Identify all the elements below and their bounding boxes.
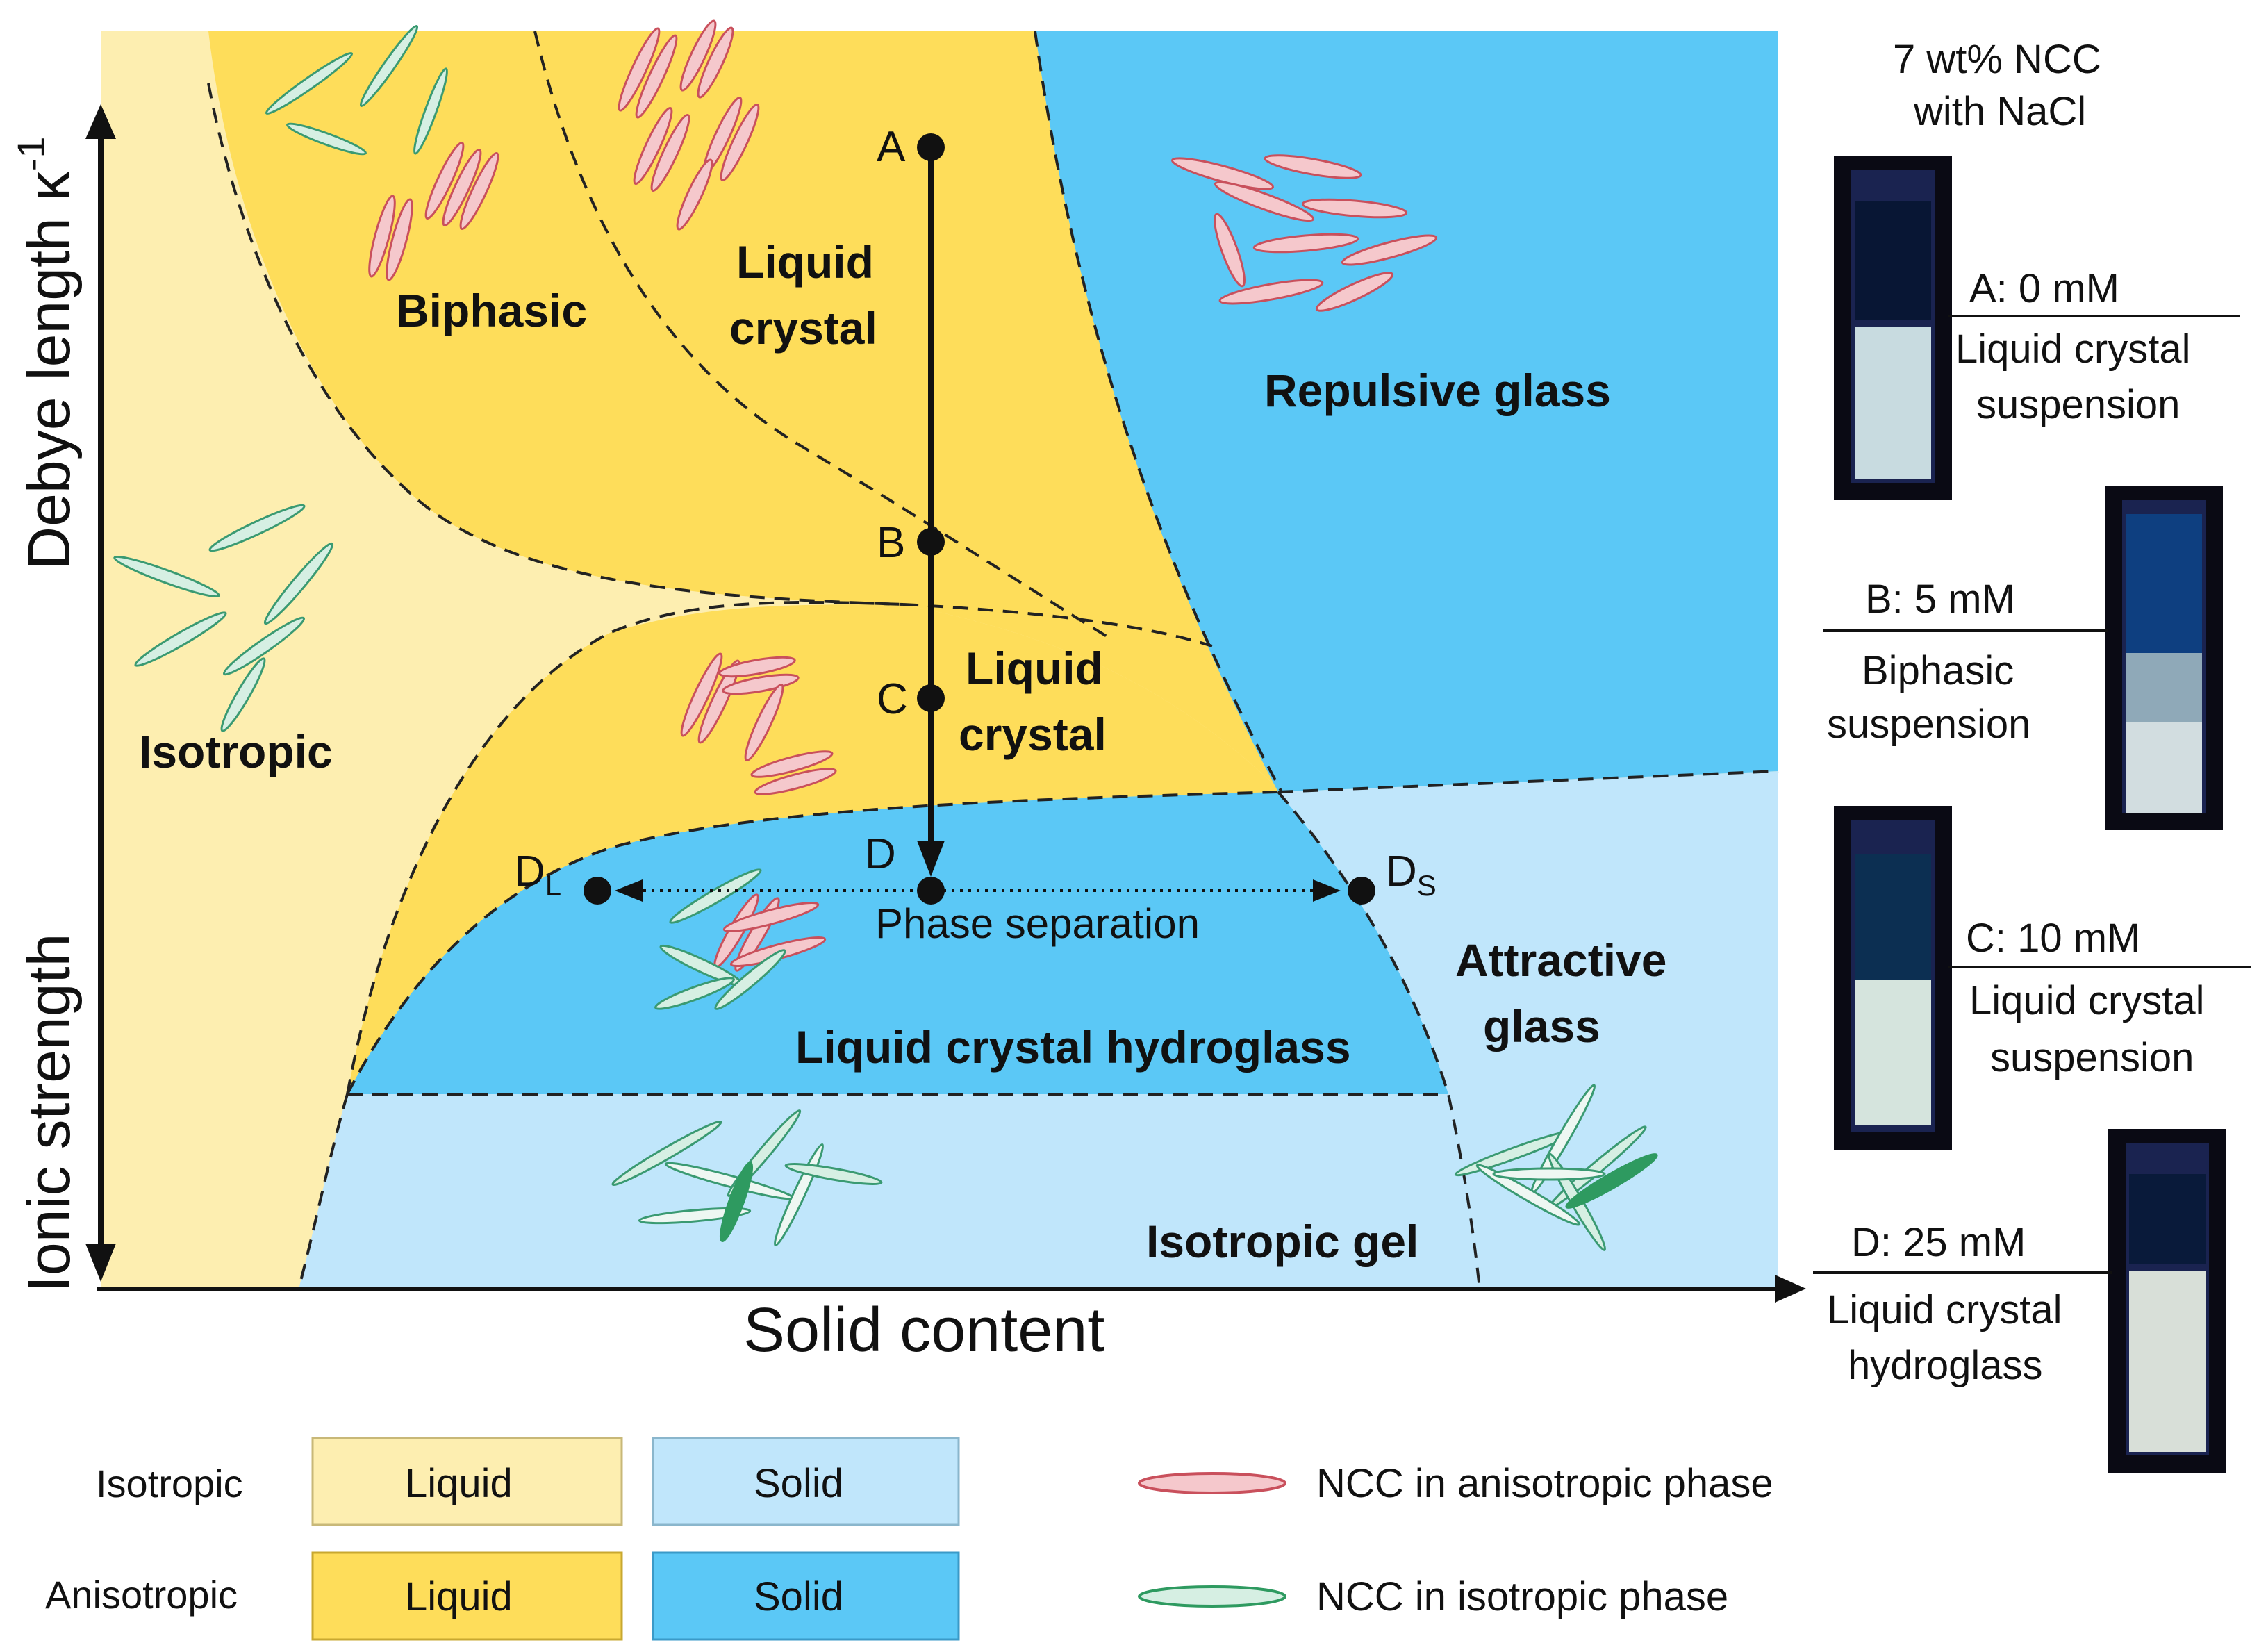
region-upper-anisotropic-liquid bbox=[208, 31, 1282, 792]
label-biphasic: Biphasic bbox=[396, 285, 587, 336]
label-lc-mid-1: Liquid bbox=[966, 643, 1103, 694]
vial-b-photo bbox=[2105, 486, 2223, 830]
y-axis-label-bottom: Ionic strength bbox=[16, 934, 83, 1292]
legend-green-rod-icon bbox=[1138, 1585, 1286, 1608]
legend-green-rod-label: NCC in isotropic phase bbox=[1316, 1574, 1728, 1619]
point-dl bbox=[584, 877, 611, 905]
boundary-lc-repulsive bbox=[1034, 31, 1283, 793]
vial-a-line2: suspension bbox=[1976, 382, 2180, 427]
region-labels: Biphasic Liquid crystal Repulsive glass … bbox=[139, 236, 1666, 1267]
x-axis-arrowhead bbox=[1775, 1275, 1806, 1303]
samples-title-1: 7 wt% NCC bbox=[1893, 37, 2101, 82]
rods-red-lc-mid bbox=[680, 652, 837, 795]
legend-aniso-solid-label: Solid bbox=[754, 1574, 843, 1619]
vial-c-head: C: 10 mM bbox=[1966, 916, 2140, 961]
y-axis-arrowhead-top bbox=[85, 104, 116, 139]
vial-c-line2: suspension bbox=[1990, 1035, 2194, 1080]
legend-row-anisotropic: Anisotropic bbox=[45, 1573, 238, 1617]
sample-panel: 7 wt% NCC with NaCl A: 0 mM Liquid cryst… bbox=[1813, 37, 2251, 1473]
x-axis-label: Solid content bbox=[743, 1296, 1104, 1365]
rods-green-isotropic-gel bbox=[611, 1109, 883, 1247]
y-axis-label-top: Debye length κ-1 bbox=[9, 137, 83, 570]
label-lc-top-1: Liquid bbox=[736, 236, 874, 288]
vial-d-photo bbox=[2108, 1129, 2226, 1473]
boundary-isotropic-lc-mid bbox=[346, 600, 904, 1095]
boundary-lc-hydroglass-top bbox=[346, 791, 1279, 1095]
label-isotropic: Isotropic bbox=[139, 726, 333, 777]
label-lc-hydroglass: Liquid crystal hydroglass bbox=[795, 1021, 1351, 1073]
legend-aniso-liquid-label: Liquid bbox=[405, 1574, 513, 1619]
legend-red-rod-label: NCC in anisotropic phase bbox=[1316, 1461, 1773, 1506]
region-isotropic-gel bbox=[299, 1094, 1480, 1289]
vial-b-head: B: 5 mM bbox=[1865, 577, 2015, 622]
phase-regions bbox=[101, 31, 1778, 1289]
region-lc-hydroglass bbox=[347, 792, 1448, 1094]
point-b bbox=[917, 528, 945, 556]
label-attractive-2: glass bbox=[1483, 1000, 1600, 1052]
rods-red-lc-top bbox=[618, 19, 760, 231]
legend-iso-liquid-label: Liquid bbox=[405, 1461, 513, 1506]
boundary-repulsive-attractive bbox=[1277, 770, 1779, 793]
label-phase-separation: Phase separation bbox=[875, 900, 1200, 947]
vial-a-head: A: 0 mM bbox=[1969, 266, 2119, 311]
label-point-ds: DS bbox=[1386, 848, 1437, 902]
legend-swatch-aniso-solid bbox=[652, 1551, 960, 1641]
point-ds bbox=[1348, 877, 1375, 905]
label-lc-top-2: crystal bbox=[729, 302, 877, 354]
point-c bbox=[917, 684, 945, 712]
vial-b-line2: suspension bbox=[1827, 702, 2030, 747]
vial-c-line1: Liquid crystal bbox=[1969, 978, 2204, 1023]
vial-d-line2: hydroglass bbox=[1848, 1343, 2042, 1388]
vial-c-photo bbox=[1834, 806, 1952, 1150]
label-point-dl: DL bbox=[514, 848, 561, 902]
boundary-hydroglass-attractive bbox=[1277, 791, 1481, 1289]
vial-d-line1: Liquid crystal bbox=[1827, 1287, 2062, 1332]
point-a bbox=[917, 133, 945, 161]
rods-red-biphasic bbox=[368, 141, 499, 281]
label-point-d: D bbox=[865, 830, 896, 878]
label-isotropic-gel: Isotropic gel bbox=[1146, 1216, 1418, 1267]
label-point-a: A bbox=[877, 123, 906, 171]
label-lc-mid-2: crystal bbox=[959, 709, 1107, 760]
rods-red-repulsive-glass bbox=[1170, 154, 1438, 312]
rods-green-isotropic bbox=[113, 504, 334, 732]
phase-sep-arrow-left bbox=[615, 879, 643, 902]
boundary-lc-mid-top bbox=[902, 603, 1213, 647]
legend-red-rod-icon bbox=[1138, 1472, 1286, 1494]
rods-mixed-hydroglass bbox=[654, 868, 827, 1010]
legend-swatch-iso-liquid bbox=[311, 1437, 623, 1526]
legend-swatch-iso-solid bbox=[652, 1437, 960, 1526]
label-point-c: C bbox=[877, 675, 908, 723]
vial-a-photo bbox=[1834, 156, 1952, 500]
y-axis-arrowhead-bottom bbox=[85, 1244, 116, 1282]
vial-a-line1: Liquid crystal bbox=[1955, 327, 2190, 372]
ionic-path: A B C D DL DS bbox=[514, 123, 1437, 905]
label-repulsive-glass: Repulsive glass bbox=[1264, 365, 1611, 416]
phase-sep-arrow-right bbox=[1313, 879, 1341, 902]
vial-d-head: D: 25 mM bbox=[1851, 1220, 2026, 1265]
legend-row-isotropic: Isotropic bbox=[96, 1462, 243, 1505]
axes: Debye length κ-1 Ionic strength Solid co… bbox=[9, 104, 1806, 1365]
phase-boundaries bbox=[207, 31, 1779, 1289]
rods-green-top-left bbox=[265, 24, 448, 156]
boundary-isotropic-biphasic bbox=[207, 83, 904, 606]
legend: Isotropic Anisotropic Liquid Solid Liqui… bbox=[45, 1437, 1773, 1641]
label-point-b: B bbox=[877, 519, 905, 567]
path-arrowhead bbox=[917, 841, 945, 877]
boundary-biphasic-lc bbox=[533, 31, 1113, 641]
samples-title-2: with NaCl bbox=[1913, 89, 2086, 134]
legend-swatch-aniso-liquid bbox=[311, 1551, 623, 1641]
point-d bbox=[917, 877, 945, 905]
rods-green-attractive-glass bbox=[1454, 1084, 1658, 1251]
label-attractive-1: Attractive bbox=[1455, 934, 1666, 986]
legend-iso-solid-label: Solid bbox=[754, 1461, 843, 1506]
region-lower-anisotropic-liquid bbox=[347, 604, 1282, 1094]
vial-b-line1: Biphasic bbox=[1862, 648, 2014, 693]
